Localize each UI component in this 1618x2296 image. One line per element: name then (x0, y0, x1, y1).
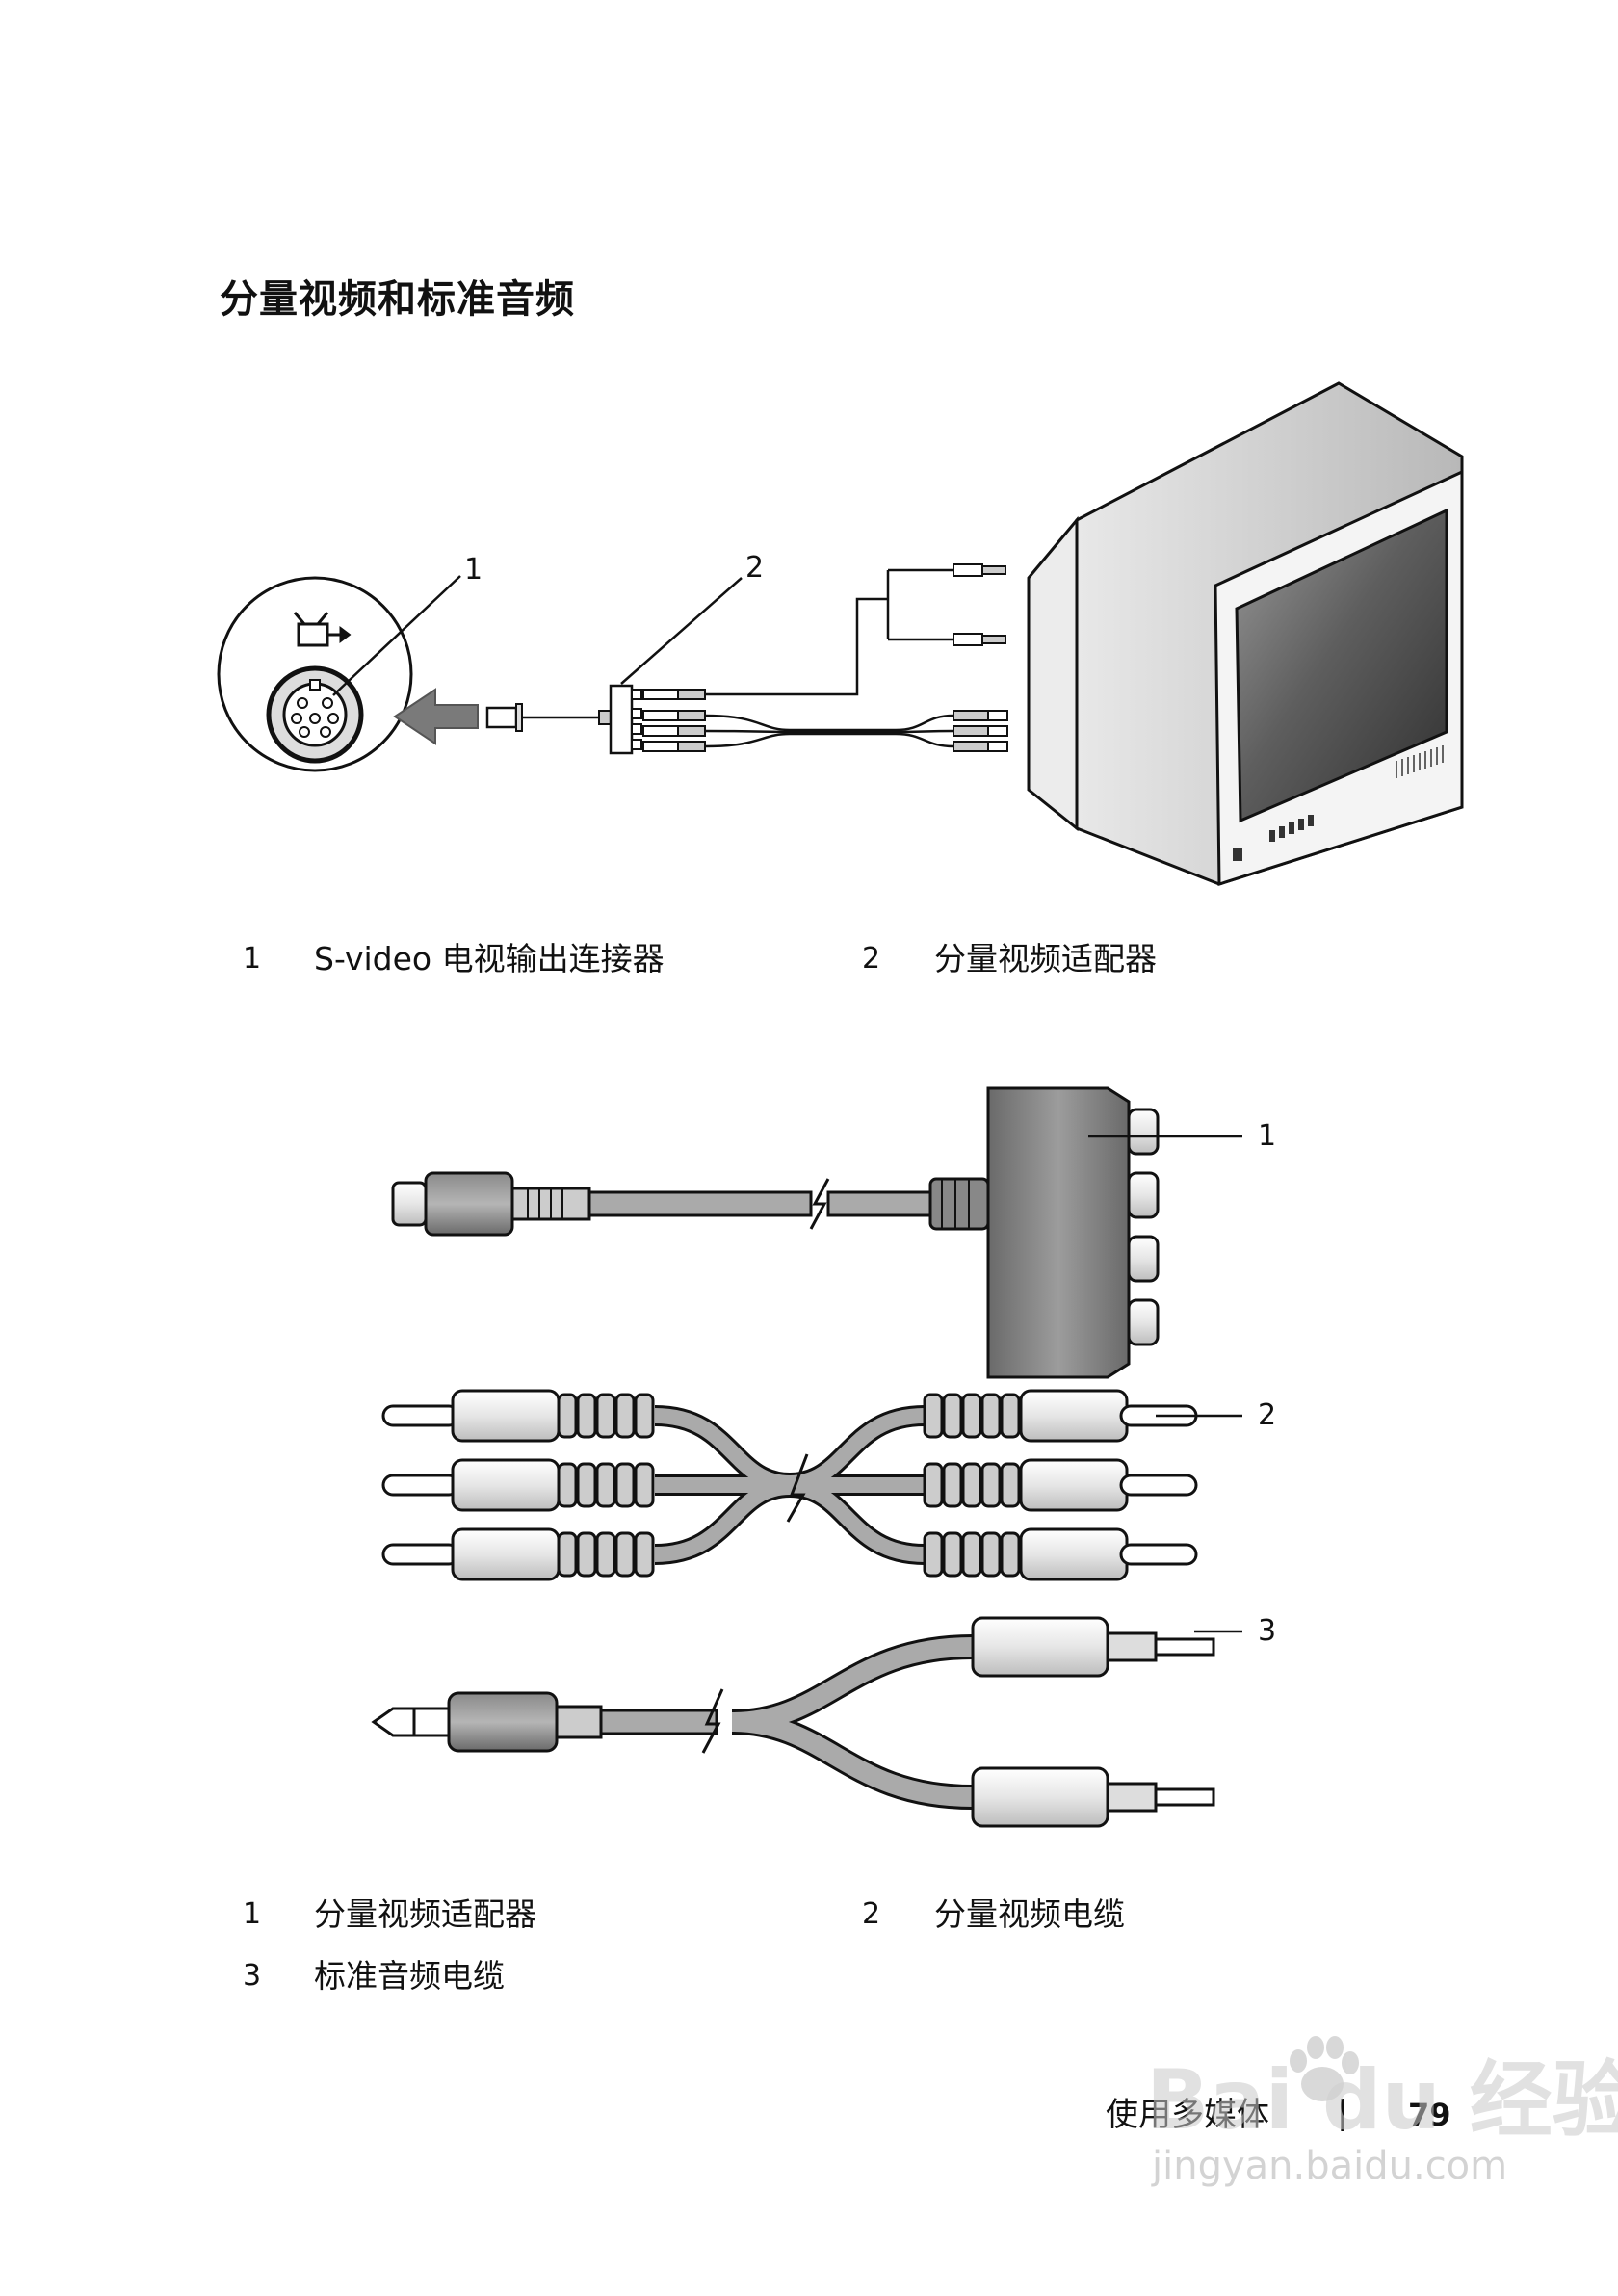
legend-1-number: 1 (243, 942, 262, 976)
audio-plugs-tv (953, 563, 1006, 646)
callout-1: 1 (464, 553, 483, 587)
cable-legend-3-text: 标准音频电缆 (314, 1957, 505, 1995)
rca-plugs-left (642, 689, 706, 752)
cable-callout-2: 2 (1258, 1398, 1277, 1432)
tv-out-icon (293, 612, 352, 647)
cable-legend-1-number: 1 (243, 1897, 262, 1931)
callout-2: 2 (745, 551, 765, 585)
cable-callout-3: 3 (1258, 1614, 1277, 1648)
component-adapter-small (609, 684, 642, 755)
component-adapter-cable (391, 1086, 1242, 1379)
component-video-cable (381, 1389, 1242, 1581)
figure-connection-diagram (217, 381, 1464, 887)
paw-icon (1290, 2036, 1359, 2101)
legend-1-text: S-video 电视输出连接器 (314, 940, 665, 978)
page-title: 分量视频和标准音频 (220, 277, 575, 322)
cable-legend-2-number: 2 (862, 1897, 881, 1931)
legend-2-text: 分量视频适配器 (934, 940, 1157, 978)
cable-legend-2-text: 分量视频电缆 (934, 1895, 1125, 1933)
page-number: 79 (1408, 2097, 1451, 2133)
connection-arrow (393, 688, 479, 745)
cable-legend-3-number: 3 (243, 1959, 262, 1993)
audio-y-cable (371, 1616, 1242, 1828)
figure-cables-diagram (371, 1086, 1242, 1828)
svideo-plug (485, 703, 612, 732)
cable-callout-1: 1 (1258, 1119, 1277, 1153)
watermark-brand: Bai du 经验 (1146, 2052, 1618, 2149)
svideo-port-closeup (217, 576, 413, 772)
television-illustration (1027, 381, 1464, 887)
rca-plugs-right (953, 710, 1008, 752)
legend-2-number: 2 (862, 942, 881, 976)
footer-section-title: 使用多媒体 (1106, 2096, 1269, 2134)
cable-legend-1-text: 分量视频适配器 (314, 1895, 536, 1933)
watermark-url: jingyan.baidu.com (1152, 2144, 1508, 2188)
footer-separator: | (1337, 2094, 1348, 2132)
